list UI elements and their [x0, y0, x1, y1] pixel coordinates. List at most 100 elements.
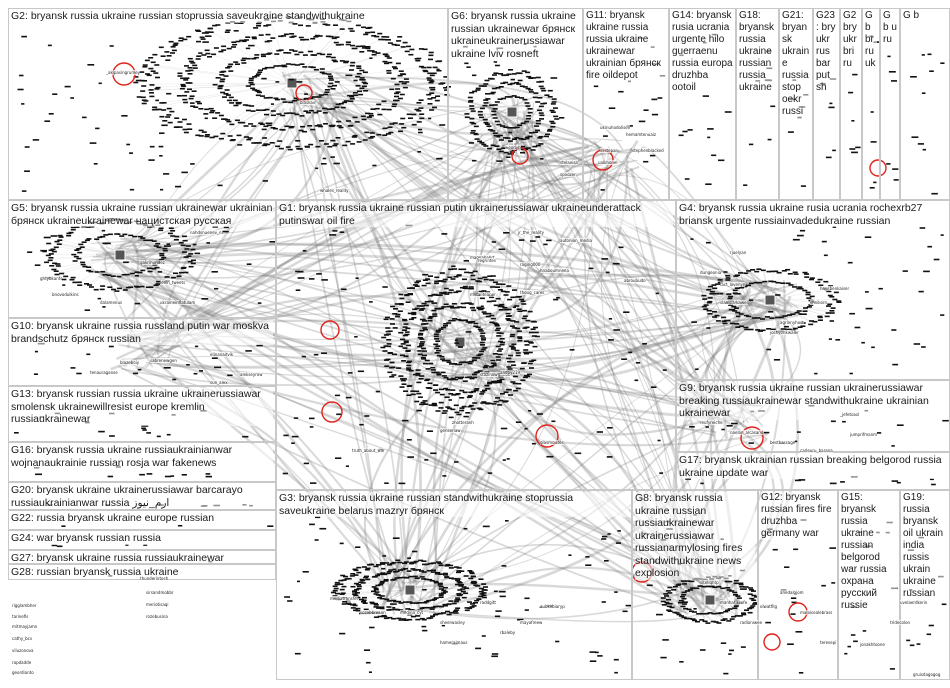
group-label: G b u ru [883, 10, 897, 46]
node-label[interactable]: aubkebiaryp [540, 604, 565, 609]
group-label: G10: bryansk ukraine russia russland put… [11, 320, 273, 345]
node-label[interactable]: gruisdagogog [913, 672, 940, 677]
node-label[interactable]: cathy_bcv [12, 636, 32, 641]
node-label[interactable]: stephenblacked [632, 148, 664, 153]
node-label[interactable]: hnaboumnena [540, 268, 569, 273]
node-label[interactable]: gakrihundez [140, 260, 165, 265]
group-box-g18: G18: bryansk russia ukraine russian russ… [736, 8, 779, 200]
node-label[interactable]: whales_reality [320, 188, 349, 193]
node-label[interactable]: ukinuhodolisev [600, 125, 630, 130]
node-label[interactable]: andpy219 [500, 370, 520, 375]
node-label[interactable]: sabrenewgen [150, 358, 177, 363]
group-label: G12: bryansk russian fires fire druzhba … [761, 492, 835, 540]
node-label[interactable]: sirsandmobbr [146, 590, 174, 595]
node-label[interactable]: mitmayjamn [12, 624, 37, 629]
node-label[interactable]: _akipasingrumey [106, 70, 140, 75]
node-label[interactable]: dungeonia [700, 270, 721, 275]
group-label: G20: bryansk ukraine ukrainerussiawar ba… [11, 484, 273, 509]
group-box-g12: G12: bryansk russian fires fire druzhba … [758, 490, 838, 680]
node-label[interactable]: stelanisa [560, 160, 578, 165]
node-label[interactable]: alekseyrow [240, 372, 263, 377]
node-label[interactable]: hemamtenuaiz [626, 132, 656, 137]
node-label[interactable]: truth_about_war [352, 448, 385, 453]
node-label[interactable]: _jefetsaol [840, 412, 859, 417]
node-label[interactable]: rozebusina [146, 614, 168, 619]
node-label[interactable]: agrinnyhost [780, 320, 804, 325]
node-label[interactable]: rbaleby [500, 630, 515, 635]
node-label[interactable]: ukraineinflatulam [160, 300, 195, 305]
node-label[interactable]: raging000 [520, 262, 540, 267]
node-label[interactable]: sxstepan [600, 148, 618, 153]
node-label[interactable]: zhotteranh [452, 420, 474, 425]
node-label[interactable]: spoozer [560, 172, 576, 177]
node-label[interactable]: raddgitt [480, 600, 496, 605]
group-box-g9: G9: bryansk russia ukraine russian ukrai… [676, 380, 950, 452]
group-box-g20: G20: bryansk ukraine ukrainerussiawar ba… [8, 482, 276, 510]
node-label[interactable]: blazeboiy [120, 360, 139, 365]
node-label[interactable]: blaskav [300, 100, 315, 105]
node-label[interactable]: joshyonkwaler [770, 330, 799, 335]
group-box-g13: G13: bryansk russian russia ukraine ukra… [8, 386, 276, 442]
node-label[interactable]: rjuelyan [730, 250, 746, 255]
node-label[interactable]: uvelaerdkerin [900, 600, 927, 605]
node-label[interactable]: abroubudo [624, 278, 646, 283]
node-label[interactable]: metaliteaner [470, 292, 496, 297]
node-label[interactable]: wendyh [505, 145, 521, 150]
group-box-g21: G21: bryansk ukraine russia stop oekr ru… [779, 8, 813, 200]
node-label[interactable]: sozebbroaan [360, 610, 386, 615]
node-label[interactable]: sheerwasley [440, 620, 465, 625]
node-label[interactable]: elinanaitvik [210, 352, 233, 357]
node-label[interactable]: nahdsnuenev_nl [190, 230, 223, 235]
node-label[interactable]: geordianto [12, 670, 34, 675]
node-label[interactable]: manhatiscofe [720, 600, 747, 605]
node-label[interactable]: malaisealebrass [800, 610, 832, 615]
node-label[interactable]: carleuru_barana [800, 448, 833, 453]
node-label[interactable]: reufyreiche [700, 420, 723, 425]
group-label: G b br ru uk [865, 10, 877, 70]
node-label[interactable]: autonion_media [560, 238, 592, 243]
node-label[interactable]: shnikorn [810, 300, 827, 305]
node-label[interactable]: anedalgjom [780, 590, 804, 595]
group-box-g8: G8: bryansk russia ukraine russian russi… [632, 490, 758, 680]
node-label[interactable]: bnovodulkins [52, 292, 79, 297]
group-box-g11: G11: bryansk ukraine russia russia ukrai… [583, 8, 669, 200]
node-label[interactable]: rigglambher [12, 603, 36, 608]
node-label[interactable]: genseriaw [440, 428, 461, 433]
node-label[interactable]: rapdadde [12, 660, 31, 665]
node-label[interactable]: mediatransfer [330, 596, 358, 601]
node-label[interactable]: medina_cyt [400, 610, 423, 615]
group-label: G5: bryansk russia ukraine russian ukrai… [11, 202, 273, 227]
node-label[interactable]: viluzonova [12, 648, 33, 653]
node-label[interactable]: slamparkawei [720, 300, 748, 305]
node-label[interactable]: naelan_alcasand [730, 430, 763, 435]
group-label: G14: bryansk rusia ucrania urgente hilo … [672, 10, 733, 94]
group-label: G16: bryansk russia ukraine russiaukrain… [11, 444, 273, 469]
group-label: G1: bryansk russia ukraine russian putin… [279, 202, 673, 227]
node-label[interactable]: olwatfilg [760, 604, 777, 609]
node-label[interactable]: ghtybkanfs [40, 276, 62, 281]
node-label[interactable]: hameraimaus [440, 640, 468, 645]
node-label[interactable]: tenauraganse [90, 370, 118, 375]
node-label[interactable]: fact_lovenyn [720, 282, 745, 287]
node-label[interactable]: hausbenkaiser [820, 286, 849, 291]
node-label[interactable]: jonakhtoone [860, 642, 885, 647]
node-label[interactable]: teresepi [820, 640, 836, 645]
node-label[interactable]: meriotisaqi [146, 602, 168, 607]
node-label[interactable]: radioniwee [740, 620, 762, 625]
node-label[interactable]: jumprifmanm [850, 432, 877, 437]
node-label[interactable]: bestbassage [770, 440, 795, 445]
group-box-g24: G24: war bryansk russian russia [8, 530, 276, 550]
node-label[interactable]: tarinefis [12, 614, 28, 619]
node-label[interactable]: regrintes [478, 258, 496, 263]
node-label[interactable]: siteliqhtp [700, 580, 719, 585]
node-label[interactable]: jr_the_reality [518, 230, 544, 235]
node-label[interactable]: thoug_cares [520, 290, 544, 295]
node-label[interactable]: lenin_tweets [160, 280, 185, 285]
node-label[interactable]: ualkhonel [598, 160, 618, 165]
node-label[interactable]: dalamenus [100, 300, 122, 305]
node-label[interactable]: mayafreew [520, 620, 542, 625]
node-label[interactable]: sun_alex [210, 380, 227, 385]
node-label[interactable]: glasmouses [540, 440, 564, 445]
node-label[interactable]: tridecolon [890, 620, 910, 625]
node-label[interactable]: thunderintosh [140, 576, 168, 581]
